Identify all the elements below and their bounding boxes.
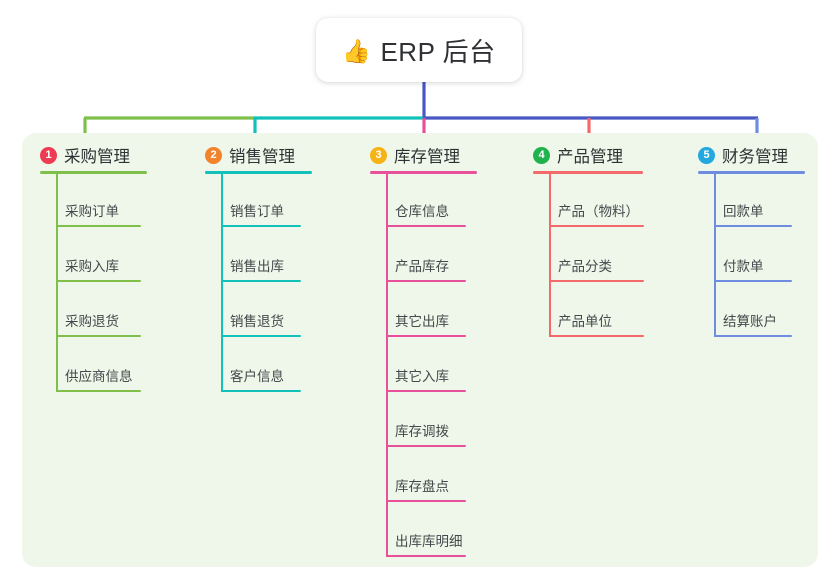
branch-spine-3 [386, 174, 388, 557]
branch-item-underline [56, 335, 141, 337]
branch-item-label: 销售订单 [230, 204, 284, 219]
branch-item-label: 其它入库 [395, 369, 449, 384]
branch-item-underline [386, 225, 466, 227]
branch-item-underline [549, 225, 644, 227]
branch-item-underline [386, 555, 466, 557]
branches-panel [22, 133, 818, 567]
branch-item[interactable]: 产品库存 [386, 252, 466, 282]
branch-item-underline [56, 280, 141, 282]
branch-title-5: 财务管理 [722, 148, 788, 166]
branch-item-underline [386, 390, 466, 392]
branch-badge-1: 1 [40, 146, 57, 164]
branch-item-label: 采购入库 [65, 259, 119, 274]
branch-badge-3: 3 [370, 146, 387, 164]
branch-item[interactable]: 产品（物料） [549, 197, 644, 227]
branch-item-underline [221, 225, 301, 227]
branch-item-underline [386, 500, 466, 502]
branch-item[interactable]: 采购入库 [56, 252, 141, 282]
branch-item-label: 付款单 [723, 259, 764, 274]
branch-item-underline [386, 445, 466, 447]
branch-item-underline [714, 335, 792, 337]
branch-item-label: 仓库信息 [395, 204, 449, 219]
branch-spine-1 [56, 174, 58, 392]
branch-underline-4 [533, 171, 643, 174]
branch-item-label: 供应商信息 [65, 369, 133, 384]
branch-item-label: 客户信息 [230, 369, 284, 384]
branch-item-underline [221, 335, 301, 337]
branch-item[interactable]: 回款单 [714, 197, 792, 227]
thumbs-up-icon: 👍 [342, 37, 372, 64]
branch-item-underline [56, 390, 141, 392]
branch-item-label: 销售出库 [230, 259, 284, 274]
branch-item-label: 采购退货 [65, 314, 119, 329]
branch-item[interactable]: 其它入库 [386, 362, 466, 392]
branch-badge-5: 5 [698, 146, 715, 164]
branch-item[interactable]: 客户信息 [221, 362, 301, 392]
branch-item-underline [386, 280, 466, 282]
branch-item[interactable]: 仓库信息 [386, 197, 466, 227]
branch-item-label: 产品单位 [558, 314, 612, 329]
branch-item[interactable]: 销售订单 [221, 197, 301, 227]
branch-item-underline [714, 280, 792, 282]
branch-header-2[interactable]: 2 销售管理 [205, 143, 295, 167]
root-node-card[interactable]: 👍 ERP 后台 [316, 18, 522, 82]
branch-header-3[interactable]: 3 库存管理 [370, 143, 460, 167]
branch-item[interactable]: 销售退货 [221, 307, 301, 337]
branch-item[interactable]: 销售出库 [221, 252, 301, 282]
branch-item-label: 结算账户 [723, 314, 777, 329]
branch-title-1: 采购管理 [64, 148, 130, 166]
branch-item-label: 产品分类 [558, 259, 612, 274]
branch-title-4: 产品管理 [557, 148, 623, 166]
branch-header-1[interactable]: 1 采购管理 [40, 143, 130, 167]
branch-underline-2 [205, 171, 312, 174]
branch-item-underline [386, 335, 466, 337]
branch-spine-5 [714, 174, 716, 337]
branch-item[interactable]: 其它出库 [386, 307, 466, 337]
branch-item-label: 出库库明细 [395, 534, 463, 549]
branch-item[interactable]: 产品单位 [549, 307, 644, 337]
branch-item-label: 库存调拨 [395, 424, 449, 439]
branch-item-label: 回款单 [723, 204, 764, 219]
branch-item[interactable]: 付款单 [714, 252, 792, 282]
branch-item[interactable]: 供应商信息 [56, 362, 141, 392]
branch-item-label: 产品库存 [395, 259, 449, 274]
root-node-label: ERP 后台 [380, 36, 496, 67]
branch-spine-2 [221, 174, 223, 392]
branch-item[interactable]: 产品分类 [549, 252, 644, 282]
branch-title-2: 销售管理 [229, 148, 295, 166]
branch-badge-4: 4 [533, 146, 550, 164]
branch-item[interactable]: 出库库明细 [386, 527, 466, 557]
branch-underline-3 [370, 171, 477, 174]
branch-item-label: 采购订单 [65, 204, 119, 219]
branch-item[interactable]: 采购订单 [56, 197, 141, 227]
root-node-title: 👍 ERP 后台 [342, 32, 495, 69]
branch-item-label: 销售退货 [230, 314, 284, 329]
branch-item-label: 其它出库 [395, 314, 449, 329]
branch-item[interactable]: 采购退货 [56, 307, 141, 337]
branch-header-5[interactable]: 5 财务管理 [698, 143, 788, 167]
branch-item-underline [56, 225, 141, 227]
branch-title-3: 库存管理 [394, 148, 460, 166]
branch-badge-2: 2 [205, 146, 222, 164]
branch-item-label: 库存盘点 [395, 479, 449, 494]
branch-item-underline [549, 335, 644, 337]
branch-underline-5 [698, 171, 805, 174]
branch-spine-4 [549, 174, 551, 337]
branch-item[interactable]: 库存盘点 [386, 472, 466, 502]
branch-underline-1 [40, 171, 147, 174]
branch-item-label: 产品（物料） [558, 204, 639, 219]
branch-item[interactable]: 结算账户 [714, 307, 792, 337]
branch-item-underline [221, 390, 301, 392]
branch-item-underline [714, 225, 792, 227]
branch-item-underline [549, 280, 644, 282]
branch-item-underline [221, 280, 301, 282]
branch-item[interactable]: 库存调拨 [386, 417, 466, 447]
branch-header-4[interactable]: 4 产品管理 [533, 143, 623, 167]
